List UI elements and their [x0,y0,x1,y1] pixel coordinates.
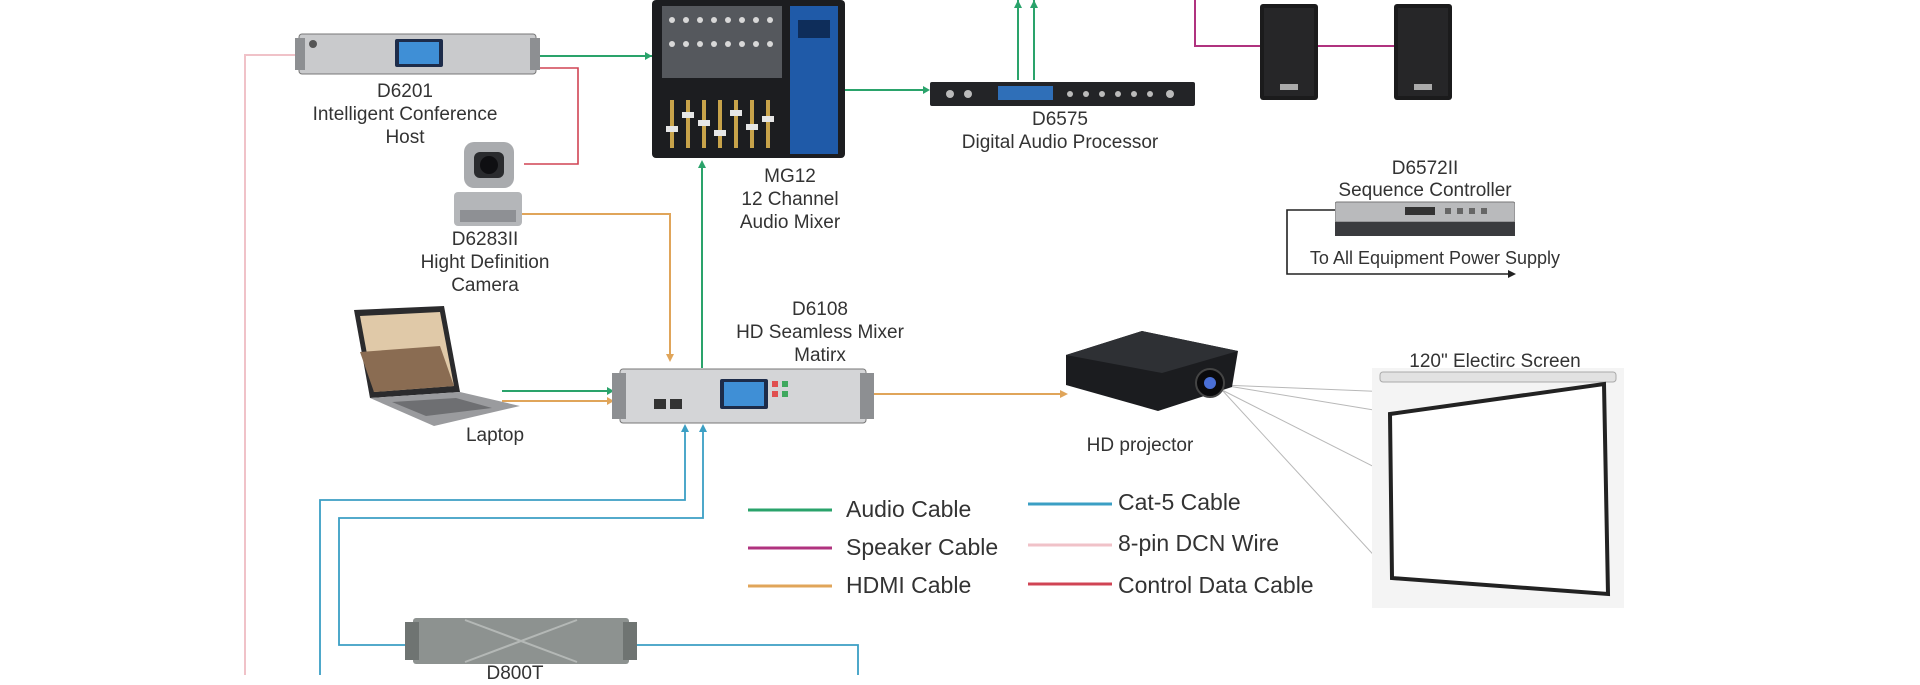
mg12-model: MG12 [764,166,816,187]
mg12-line1: 12 Channel [741,189,839,210]
d800t-device [405,618,637,664]
screen-label: 120" Electirc Screen [1409,351,1581,372]
d6575-label: D6575 Digital Audio Processor [930,108,1190,154]
hd-projector-device [1066,331,1238,411]
d6108-label: D6108 HD Seamless Mixer Matirx [700,298,940,367]
legend-label-control: Control Data Cable [1118,572,1314,598]
legend-label-speaker: Speaker Cable [846,534,999,560]
d6283-line2: Camera [451,275,519,296]
mg12-line2: Audio Mixer [739,212,841,233]
laptop-device [354,306,520,426]
audio-processor-device [930,82,1195,106]
hd-camera-device [454,142,522,226]
dcn-wire-line [244,54,295,675]
d6575-model: D6575 [1032,109,1088,130]
d6201-line2: Host [385,127,425,148]
d6108-line1: HD Seamless Mixer [736,322,904,343]
legend-label-dcn: 8-pin DCN Wire [1118,530,1280,556]
d6283-line1: Hight Definition [420,252,550,273]
d6572-model: D6572II [1391,158,1459,179]
sequence-controller-device [1335,201,1515,236]
hdmi-line-camera-matrix [522,213,671,358]
d6575-line1: Digital Audio Processor [961,132,1159,153]
speaker-line-left [1194,0,1260,47]
d6108-model: D6108 [792,299,848,320]
d6572-line1: Sequence Controller [1338,180,1512,201]
cat5-line-outer [319,426,686,675]
d6572-label: D6572II Sequence Controller [1330,158,1520,202]
audio-mixer-device [652,0,845,158]
legend-label-hdmi: HDMI Cable [846,572,972,598]
power-loop-line [1286,209,1512,275]
d6283-label: D6283II Hight Definition Camera [395,228,575,297]
legend-label-audio: Audio Cable [846,496,972,522]
d6108-line2: Matirx [794,345,846,366]
speaker-left [1260,4,1318,100]
d6201-line1: Intelligent Conference [312,104,498,125]
d6572-note: To All Equipment Power Supply [1309,248,1561,268]
cat5-line-inner [338,426,704,646]
speaker-right [1394,4,1452,100]
projection-screen-device [1372,368,1624,608]
hd-matrix-device [612,368,874,424]
laptop-label: Laptop [465,425,525,446]
d6201-label: D6201 Intelligent Conference Host [295,80,515,149]
projector-label: HD projector [1086,435,1194,456]
mg12-label: MG12 12 Channel Audio Mixer [690,165,890,234]
d6283-model: D6283II [451,229,519,250]
conference-host-device [295,33,540,75]
cat5-line-d800t [635,644,859,675]
control-data-line [524,67,579,165]
d6201-model: D6201 [377,81,433,102]
legend-label-cat5: Cat-5 Cable [1118,489,1241,515]
